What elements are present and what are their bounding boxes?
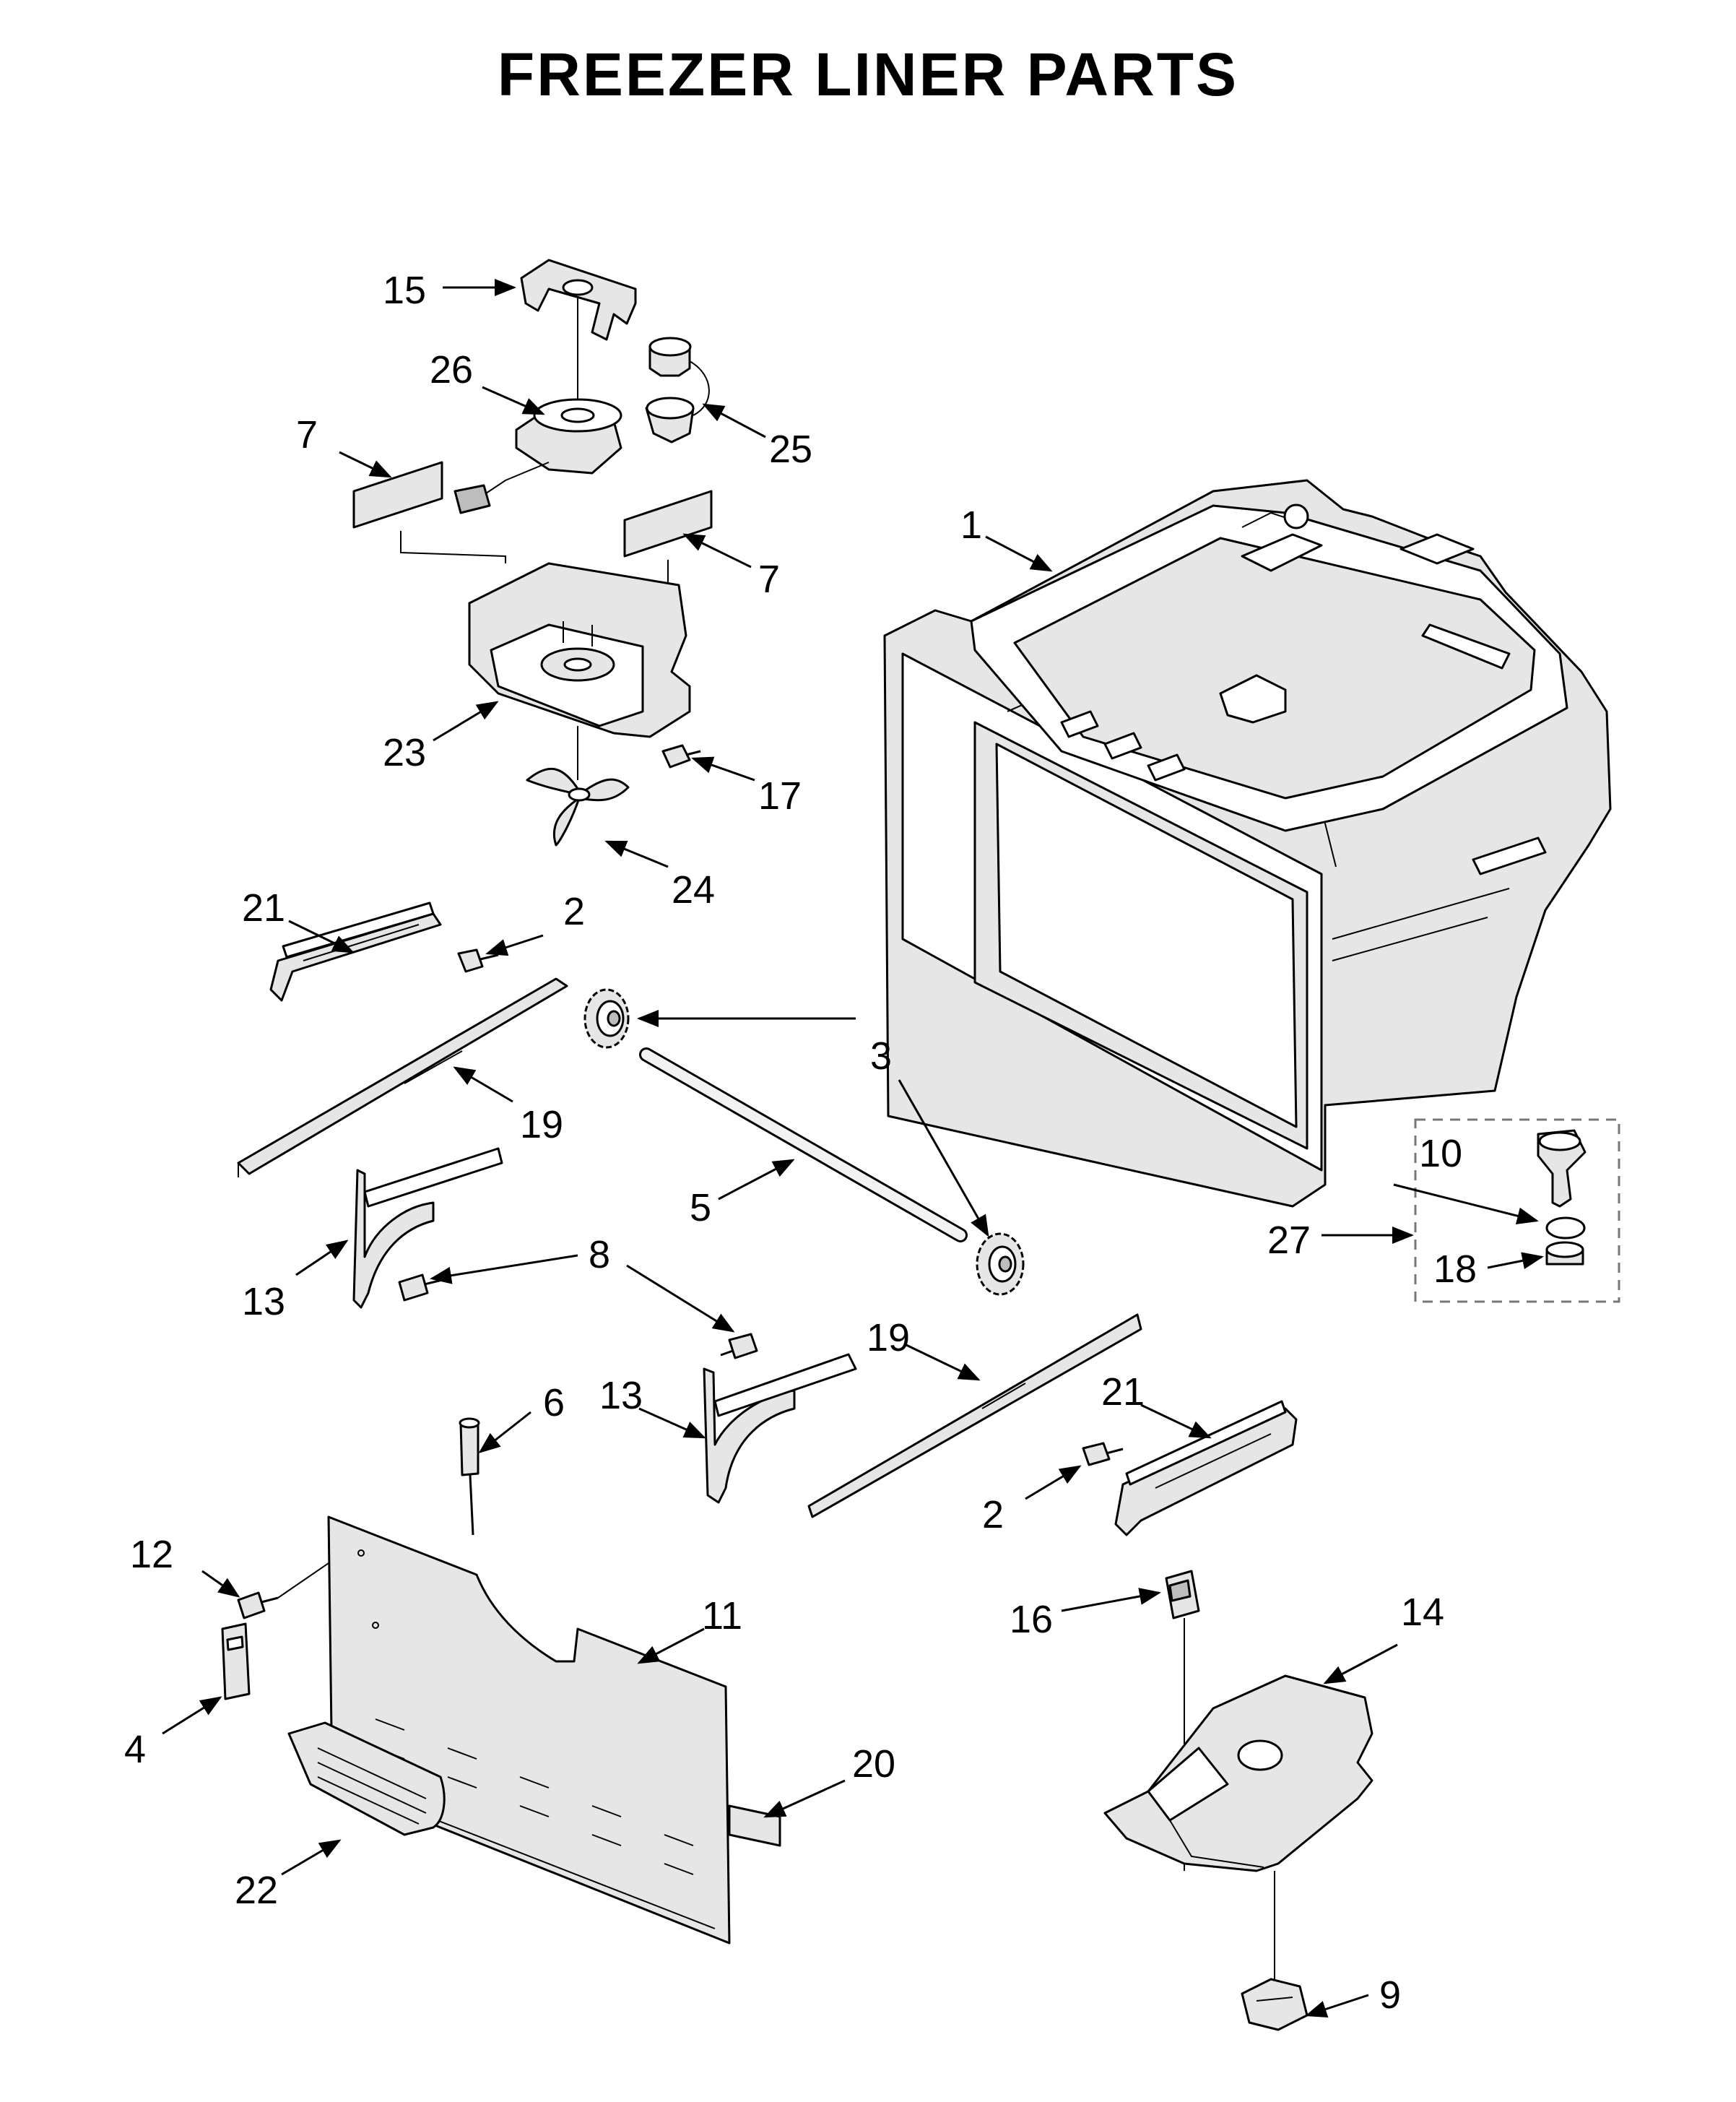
callout-2-upper: 2 [563,890,585,933]
part-21-slide-support-upper [269,901,442,1002]
callout-23: 23 [383,731,426,774]
part-13-bracket-left [352,1147,503,1309]
part-19-slide-rail-right [807,1313,1142,1518]
part-25-damper [645,337,710,444]
part-18-seal [1545,1241,1584,1266]
callout-14: 14 [1401,1591,1444,1634]
callout-21-lower: 21 [1101,1370,1145,1414]
callout-9: 9 [1379,1973,1401,2017]
part-26-fan-motor [453,398,622,514]
part-22-grille [287,1721,446,1836]
callout-26: 26 [430,348,473,392]
part-21-slide-support-lower [1114,1400,1298,1536]
part-3-gear-lower [976,1232,1025,1296]
part-10-fitting [1537,1129,1587,1208]
callout-5: 5 [690,1186,711,1229]
part-15-motor-bracket [520,259,637,405]
callout-25: 25 [769,428,812,471]
part-5-shaft [641,1050,965,1240]
callout-24: 24 [672,868,715,912]
part-17-screw [661,744,701,769]
leader-arrows [162,279,1544,2017]
callout-4: 4 [124,1728,146,1771]
callout-20: 20 [852,1742,895,1786]
part-24-fan-blade [526,768,630,847]
callout-3: 3 [870,1034,892,1078]
part-2-screw-upper [457,948,499,973]
part-13-bracket-right [703,1353,857,1504]
callout-17: 17 [758,774,802,818]
part-11-rear-panel [327,1515,731,1945]
callout-7-right: 7 [758,558,780,601]
callout-21-upper: 21 [242,886,285,930]
callout-6: 6 [543,1381,565,1424]
callout-2-lower: 2 [982,1493,1004,1536]
callout-13-right: 13 [599,1374,643,1417]
diagram-title: FREEZER LINER PARTS [497,40,1239,108]
callout-19-left: 19 [520,1103,563,1146]
callout-22: 22 [235,1869,278,1912]
part-10-o-ring [1545,1216,1586,1240]
part-9-drain-fitting [1241,1978,1308,2031]
part-7-foam-pad-left [352,461,443,529]
part-2-screw-lower [1082,1442,1124,1466]
callout-7-left: 7 [296,413,318,457]
part-14-drain-trough [1103,1674,1373,1986]
part-20-foam-strip [728,1804,781,1847]
part-3-gear-upper [583,988,630,1049]
part-23-fan-housing [468,562,691,780]
callout-labels: 1 2 2 3 4 5 6 7 7 8 9 10 11 12 13 13 14 … [124,269,1477,2017]
part-4-clip [221,1622,251,1700]
callout-8: 8 [589,1233,610,1276]
callout-12: 12 [130,1533,173,1576]
part-8-screw-right [720,1333,758,1359]
callout-13-left: 13 [242,1280,285,1323]
callout-10: 10 [1419,1132,1462,1175]
part-19-slide-rail-upper [237,977,568,1177]
part-27-kit-boundary [1414,1118,1620,1303]
callout-18: 18 [1433,1247,1477,1291]
part-16-switch [1165,1570,1200,1871]
callout-19-right: 19 [867,1316,910,1359]
part-6-sensor [459,1417,480,1536]
callout-11: 11 [702,1594,742,1638]
callout-15: 15 [383,269,426,312]
callout-1: 1 [960,503,982,547]
part-7-foam-pad-right [623,490,713,558]
callout-27: 27 [1267,1219,1311,1262]
part-1-freezer-liner [883,479,1612,1208]
callout-16: 16 [1010,1598,1053,1641]
